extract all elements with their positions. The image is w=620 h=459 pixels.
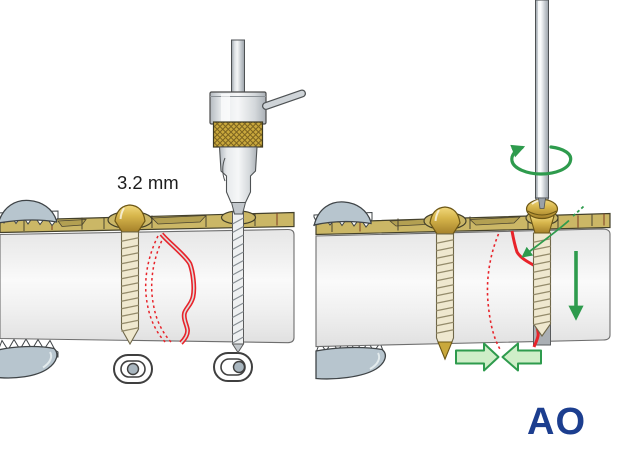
compression-arrow-left-icon: [455, 342, 500, 372]
fracture-left: [144, 232, 197, 345]
lag-screw-right: [429, 206, 461, 361]
inserting-screw: [525, 197, 559, 337]
ao-logo: AO: [527, 401, 586, 443]
hole-marker-screw: [113, 354, 153, 384]
bone-left: [0, 228, 295, 344]
left-panel: 3.2 mm: [0, 39, 306, 384]
drill-bit: [231, 211, 245, 354]
bone-right: [315, 228, 611, 348]
lag-screw-left: [114, 204, 146, 346]
screwdriver: [534, 0, 550, 209]
insertion-path-arrow-icon: [521, 205, 585, 258]
clamp-top-left: [0, 199, 59, 227]
drill-shaft: [231, 39, 245, 95]
knurled-ring: [212, 121, 264, 148]
hole-marker-drill: [213, 352, 253, 382]
compression-arrow-right-icon: [501, 342, 542, 372]
drill-guide: [209, 39, 306, 215]
clamp-top-right: [313, 201, 373, 228]
right-panel: [313, 0, 611, 380]
clamp-bottom-left: [0, 337, 59, 379]
drill-diameter-label: 3.2 mm: [117, 172, 179, 193]
rotation-arrow-icon: [510, 144, 573, 176]
